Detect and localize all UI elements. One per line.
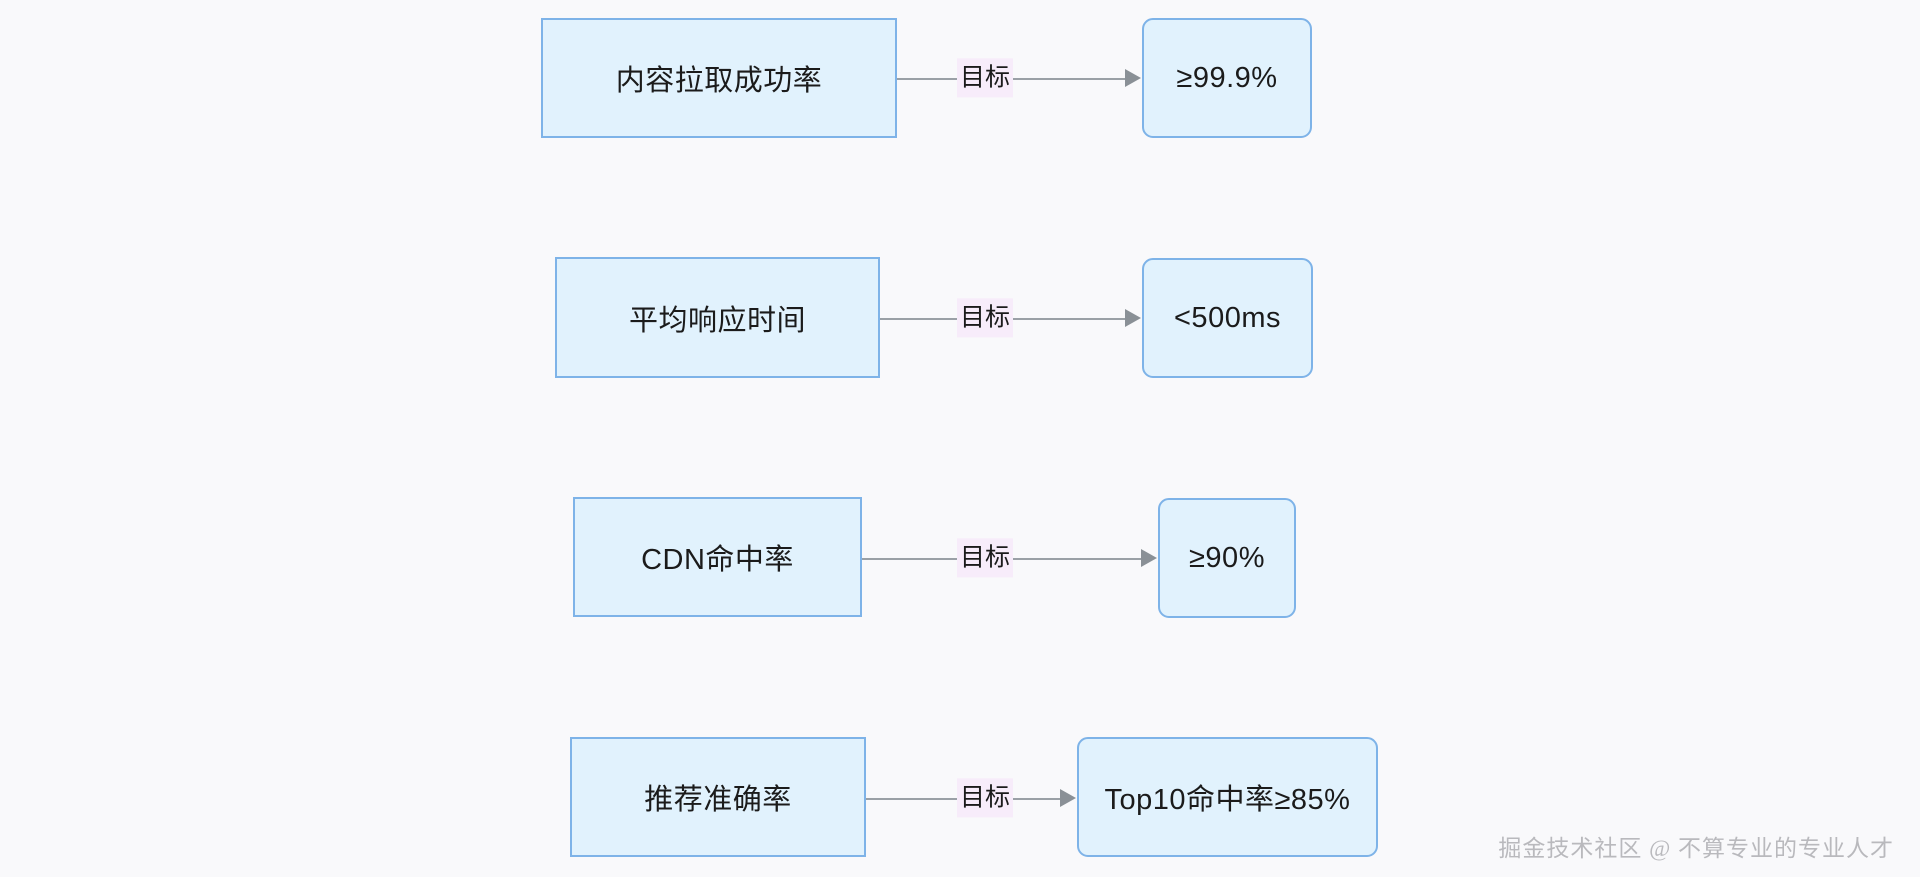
arrow-head-icon-1 (1125, 69, 1141, 87)
arrow-head-icon-3 (1141, 549, 1157, 567)
metric-node-cdn-hit-rate[interactable]: CDN命中率 (573, 497, 862, 617)
target-node-content-fetch-success-rate[interactable]: ≥99.9% (1142, 18, 1312, 138)
edge-label-2: 目标 (956, 298, 1014, 338)
edge-label-3: 目标 (956, 538, 1014, 578)
metric-node-label: 平均响应时间 (628, 304, 806, 337)
metric-node-average-response-time[interactable]: 平均响应时间 (555, 257, 880, 378)
metric-node-label: 内容拉取成功率 (615, 65, 823, 97)
arrow-head-icon-4 (1060, 789, 1076, 807)
target-node-label: <500ms (1174, 301, 1281, 334)
metric-node-label: CDN命中率 (641, 544, 794, 576)
target-node-label: ≥99.9% (1176, 61, 1278, 94)
metric-node-content-fetch-success-rate[interactable]: 内容拉取成功率 (541, 18, 897, 138)
edge-label-1: 目标 (956, 58, 1014, 98)
watermark-text: 掘金技术社区 @ 不算专业的专业人才 (1498, 836, 1894, 861)
edge-line-1 (897, 78, 1136, 80)
arrow-head-icon-2 (1125, 309, 1141, 327)
target-node-recommendation-accuracy[interactable]: Top10命中率≥85% (1077, 737, 1378, 857)
metric-node-recommendation-accuracy[interactable]: 推荐准确率 (570, 737, 866, 857)
target-node-cdn-hit-rate[interactable]: ≥90% (1158, 498, 1296, 618)
metric-node-label: 推荐准确率 (644, 784, 792, 816)
target-node-label: Top10命中率≥85% (1104, 784, 1351, 816)
target-node-average-response-time[interactable]: <500ms (1142, 258, 1313, 378)
edge-label-4: 目标 (956, 778, 1014, 818)
target-node-label: ≥90% (1189, 541, 1265, 574)
